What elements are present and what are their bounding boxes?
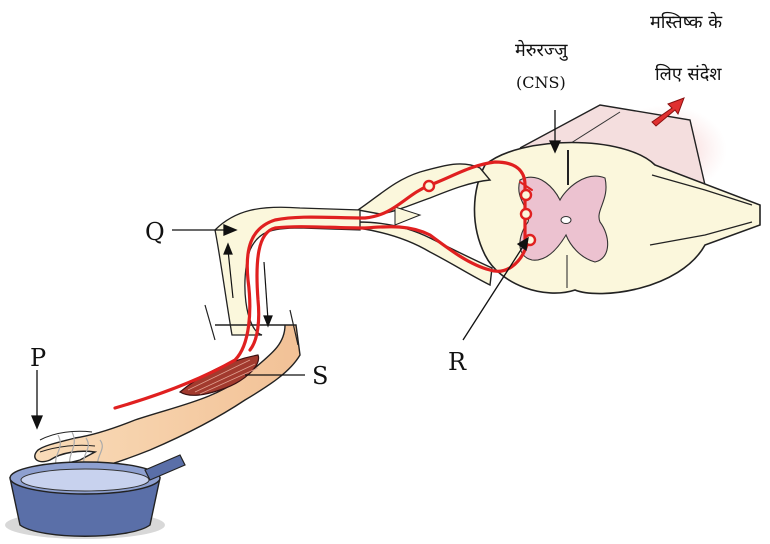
brain-message-line1: मस्तिष्क के <box>650 11 723 33</box>
label-s: S <box>312 362 328 390</box>
label-p: P <box>30 344 46 372</box>
brain-message-line2: लिए संदेश <box>655 63 722 85</box>
label-r: R <box>448 348 467 376</box>
cns-label: (CNS) <box>516 73 566 92</box>
label-q: Q <box>145 218 165 246</box>
spinal-cord-label: मेरुरज्जु <box>515 39 569 61</box>
hot-pan <box>5 455 185 539</box>
